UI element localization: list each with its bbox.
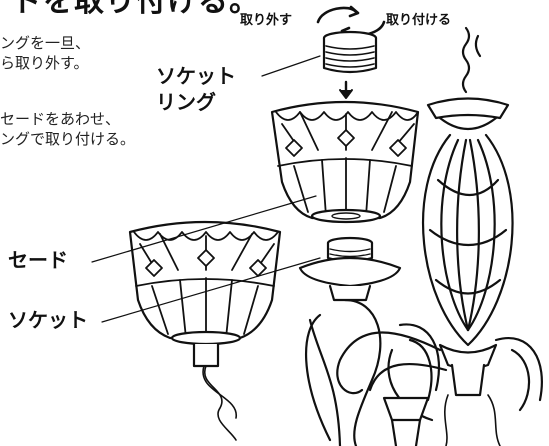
instruction-line-3: セードをあわせ、 (0, 110, 121, 128)
label-shade: セード (8, 248, 68, 272)
rotation-label-attach: 取り付ける (386, 13, 452, 28)
floating-shade (270, 100, 420, 224)
chandelier-body (305, 26, 543, 446)
label-socket: ソケット (8, 308, 88, 332)
mounted-socket (298, 236, 402, 302)
instruction-line-4: ングで取り付ける。 (0, 130, 136, 148)
socket-ring (322, 30, 378, 74)
mounted-shade (128, 220, 282, 441)
page-heading: ドを取り付ける。 (12, 0, 260, 19)
rotation-label-remove: 取り外す (240, 13, 293, 28)
label-socket-ring-line-1: ソケット (156, 64, 236, 88)
label-socket-ring-line-2: リング (156, 90, 216, 114)
down-arrow-icon (339, 80, 353, 99)
instruction-line-2: ら取り外す。 (0, 54, 89, 72)
leader-lines (91, 55, 321, 323)
instruction-line-1: ングを一旦、 (0, 34, 91, 52)
